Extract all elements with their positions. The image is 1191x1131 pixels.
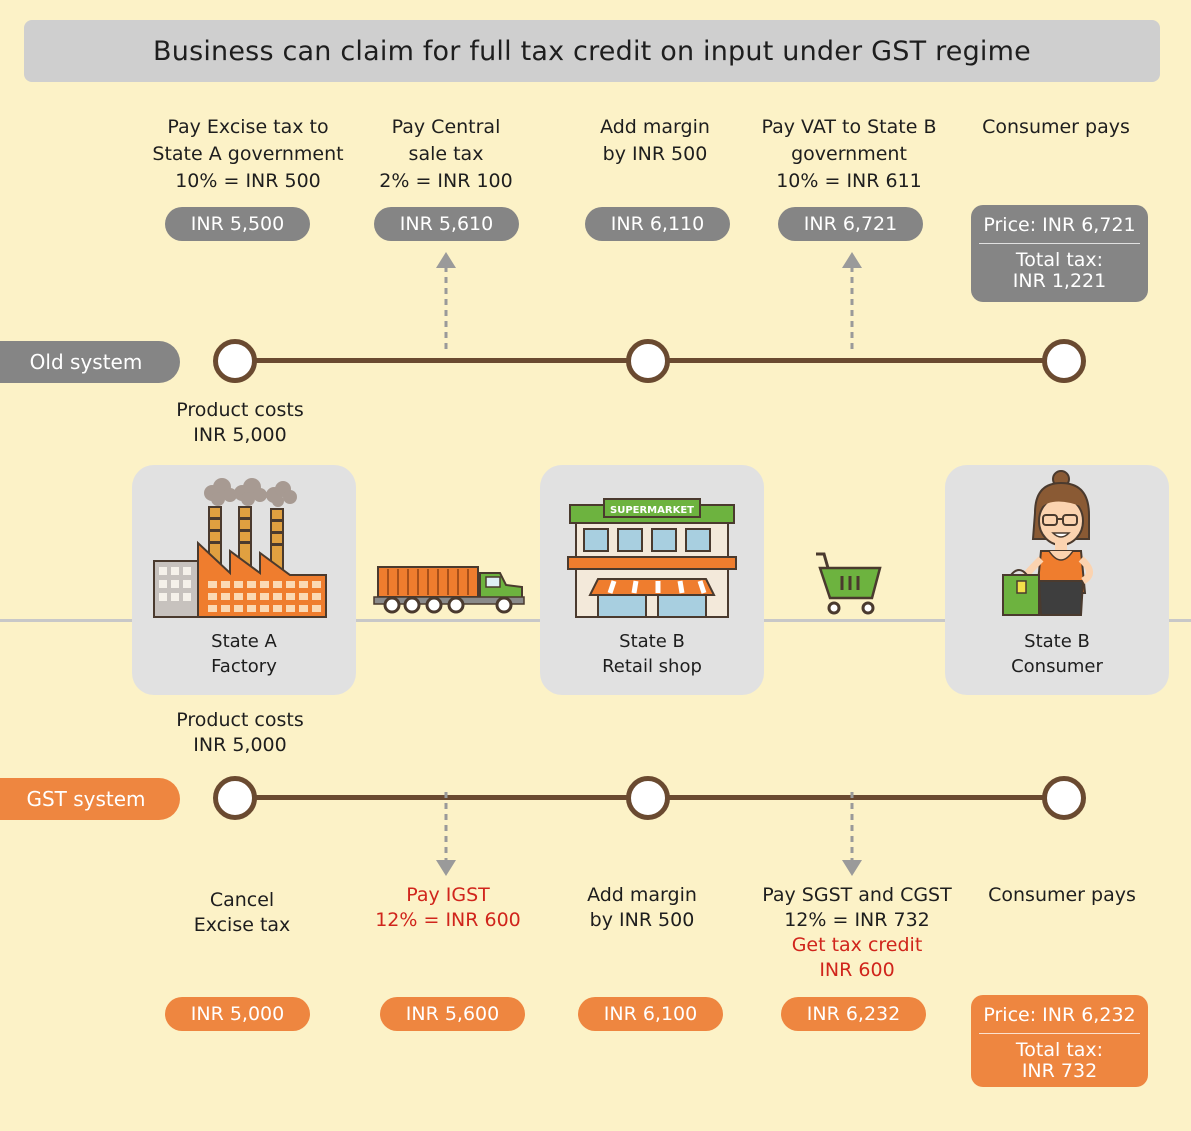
gst-step-1-text: Cancel Excise tax xyxy=(193,889,291,936)
old-total-tax-value: INR 1,221 xyxy=(1012,270,1107,292)
gst-node-shop xyxy=(626,776,670,820)
gst-amount-pill-2: INR 5,600 xyxy=(380,997,525,1031)
supermarket-icon: SUPERMARKET xyxy=(567,498,737,618)
gst-total-tax-label: Total tax: xyxy=(1015,1039,1104,1061)
gst-arrow-down-2 xyxy=(842,792,862,876)
old-step-3-text: Add margin by INR 500 xyxy=(600,116,710,165)
old-arrow-up-1 xyxy=(436,252,456,354)
page-title: Business can claim for full tax credit o… xyxy=(24,20,1160,82)
gst-amount-pill-1: INR 5,000 xyxy=(165,997,310,1031)
old-node-consumer xyxy=(1042,339,1086,383)
old-node-shop xyxy=(626,339,670,383)
gst-node-factory xyxy=(213,776,257,820)
card-factory-label: State A Factory xyxy=(211,631,277,677)
old-system-tab: Old system xyxy=(0,341,180,383)
old-amount-pill-2: INR 5,610 xyxy=(374,207,519,241)
gst-step-2-text: Pay IGST 12% = INR 600 xyxy=(375,884,521,931)
gst-amount-pill-3: INR 6,100 xyxy=(578,997,723,1031)
gst-step-3-text: Add margin by INR 500 xyxy=(587,884,697,931)
gst-product-costs: Product costs INR 5,000 xyxy=(176,709,304,756)
old-amount-pill-1: INR 5,500 xyxy=(165,207,310,241)
old-step-2-text: Pay Central sale tax 2% = INR 100 xyxy=(379,116,513,192)
shopping-cart-icon xyxy=(816,552,882,615)
consumer-woman-icon xyxy=(1002,470,1093,616)
old-step-1-text: Pay Excise tax to State A government 10%… xyxy=(152,116,344,192)
gst-system-tab: GST system xyxy=(0,778,180,820)
card-consumer: State B Consumer xyxy=(945,465,1169,695)
factory-icon xyxy=(153,478,327,618)
supermarket-sign: SUPERMARKET xyxy=(610,505,694,516)
truck-icon xyxy=(373,566,525,614)
card-consumer-label: State B Consumer xyxy=(1011,631,1103,677)
old-amount-pill-4: INR 6,721 xyxy=(778,207,923,241)
gst-arrow-down-1 xyxy=(436,792,456,876)
gst-price: Price: INR 6,232 xyxy=(979,995,1140,1034)
old-arrow-up-2 xyxy=(842,252,862,354)
gst-step-5-text: Consumer pays xyxy=(988,884,1136,906)
old-amount-pill-3: INR 6,110 xyxy=(585,207,730,241)
old-step-4-text: Pay VAT to State B government 10% = INR … xyxy=(761,116,937,192)
old-node-factory xyxy=(213,339,257,383)
gst-node-consumer xyxy=(1042,776,1086,820)
old-price-box: Price: INR 6,721 Total tax: INR 1,221 xyxy=(971,205,1148,302)
gst-total-tax-value: INR 732 xyxy=(1021,1060,1098,1082)
card-retail-shop-label: State B Retail shop xyxy=(602,631,702,677)
gst-price-box: Price: INR 6,232 Total tax: INR 732 xyxy=(971,995,1148,1087)
gst-amount-pill-4: INR 6,232 xyxy=(781,997,926,1031)
old-product-costs: Product costs INR 5,000 xyxy=(176,399,304,446)
gst-step-4-text: Pay SGST and CGST 12% = INR 732 Get tax … xyxy=(762,884,952,981)
old-step-5-text: Consumer pays xyxy=(982,116,1130,138)
old-price: Price: INR 6,721 xyxy=(979,205,1140,244)
old-total-tax-label: Total tax: xyxy=(1015,249,1104,271)
card-retail-shop: SUPERMARKET State B Retail shop xyxy=(540,465,764,695)
card-factory: State A Factory xyxy=(132,465,356,695)
